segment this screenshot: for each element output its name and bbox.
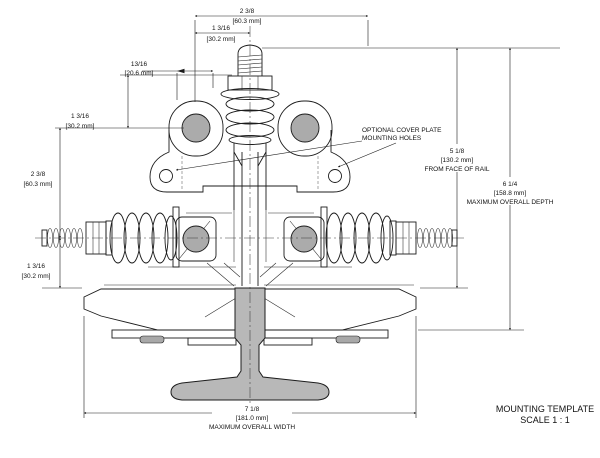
- dim-overall-depth-note: MAXIMUM OVERALL DEPTH: [467, 199, 554, 206]
- dim-top-hole-offset-mm: [30.2 mm]: [207, 36, 236, 43]
- dim-seat-to-hole-row-inch: 1 3/16: [71, 113, 89, 120]
- leader-cover-hole-right: [337, 142, 397, 168]
- dim-overall-width-mm: [181.0 mm]: [236, 415, 269, 422]
- dim-seat-to-hole-row-mm: [30.2 mm]: [66, 123, 95, 130]
- dim-overall-width-inch: 7 1/8: [245, 406, 260, 413]
- cover-plate-group: [149, 100, 351, 193]
- dim-spring-row-to-rail-mm: [30.2 mm]: [22, 273, 51, 280]
- dim-hole-row-spacing-inch: 2 3/8: [31, 171, 46, 178]
- spring-bolt-hole-left: [182, 225, 210, 253]
- cover-plate-hole-right: [328, 169, 342, 183]
- spring-bolt-hole-right: [290, 225, 318, 253]
- rail-clip-right: [335, 335, 361, 344]
- dim-overall-width-note: MAXIMUM OVERALL WIDTH: [209, 424, 295, 431]
- hanger-column: [233, 143, 267, 286]
- dim-overall-depth-inch: 6 1/4: [503, 181, 518, 188]
- dim-top-hole-spacing-mm: [60.3 mm]: [233, 18, 262, 25]
- spring-row-group: [41, 206, 458, 286]
- dim-boss-width-mm: [20.6 mm]: [125, 70, 154, 77]
- dim-face-of-rail-note: FROM FACE OF RAIL: [424, 166, 489, 173]
- cover-plate-hole-left: [159, 169, 173, 183]
- cover-plate-note-line1: OPTIONAL COVER PLATE: [362, 127, 442, 134]
- dim-spring-row-to-rail-inch: 1 3/16: [27, 263, 45, 270]
- rail-clip-left: [139, 335, 165, 344]
- mounting-hole-top-right: [290, 113, 320, 143]
- dim-face-of-rail-inch: 5 1/8: [450, 148, 465, 155]
- dim-top-hole-spacing-inch: 2 3/8: [240, 8, 255, 15]
- dim-face-of-rail-mm: [130.2 mm]: [441, 157, 474, 164]
- mounting-hole-top-left: [181, 113, 211, 143]
- dim-boss-width-inch: 13/16: [131, 61, 148, 68]
- extension-lines-group: [42, 20, 560, 418]
- rail-guide-funnel: [206, 262, 294, 287]
- title-text: MOUNTING TEMPLATE: [496, 404, 594, 414]
- dim-overall-depth-mm: [158.8 mm]: [494, 190, 527, 197]
- scale-text: SCALE 1 : 1: [520, 415, 570, 425]
- dim-top-hole-offset-inch: 1 3/16: [212, 25, 230, 32]
- centerlines-group: [35, 26, 466, 414]
- leader-cover-hole-left: [175, 140, 363, 171]
- cover-plate-note-line2: MOUNTING HOLES: [362, 135, 422, 142]
- dim-hole-row-spacing-mm: [60.3 mm]: [24, 181, 53, 188]
